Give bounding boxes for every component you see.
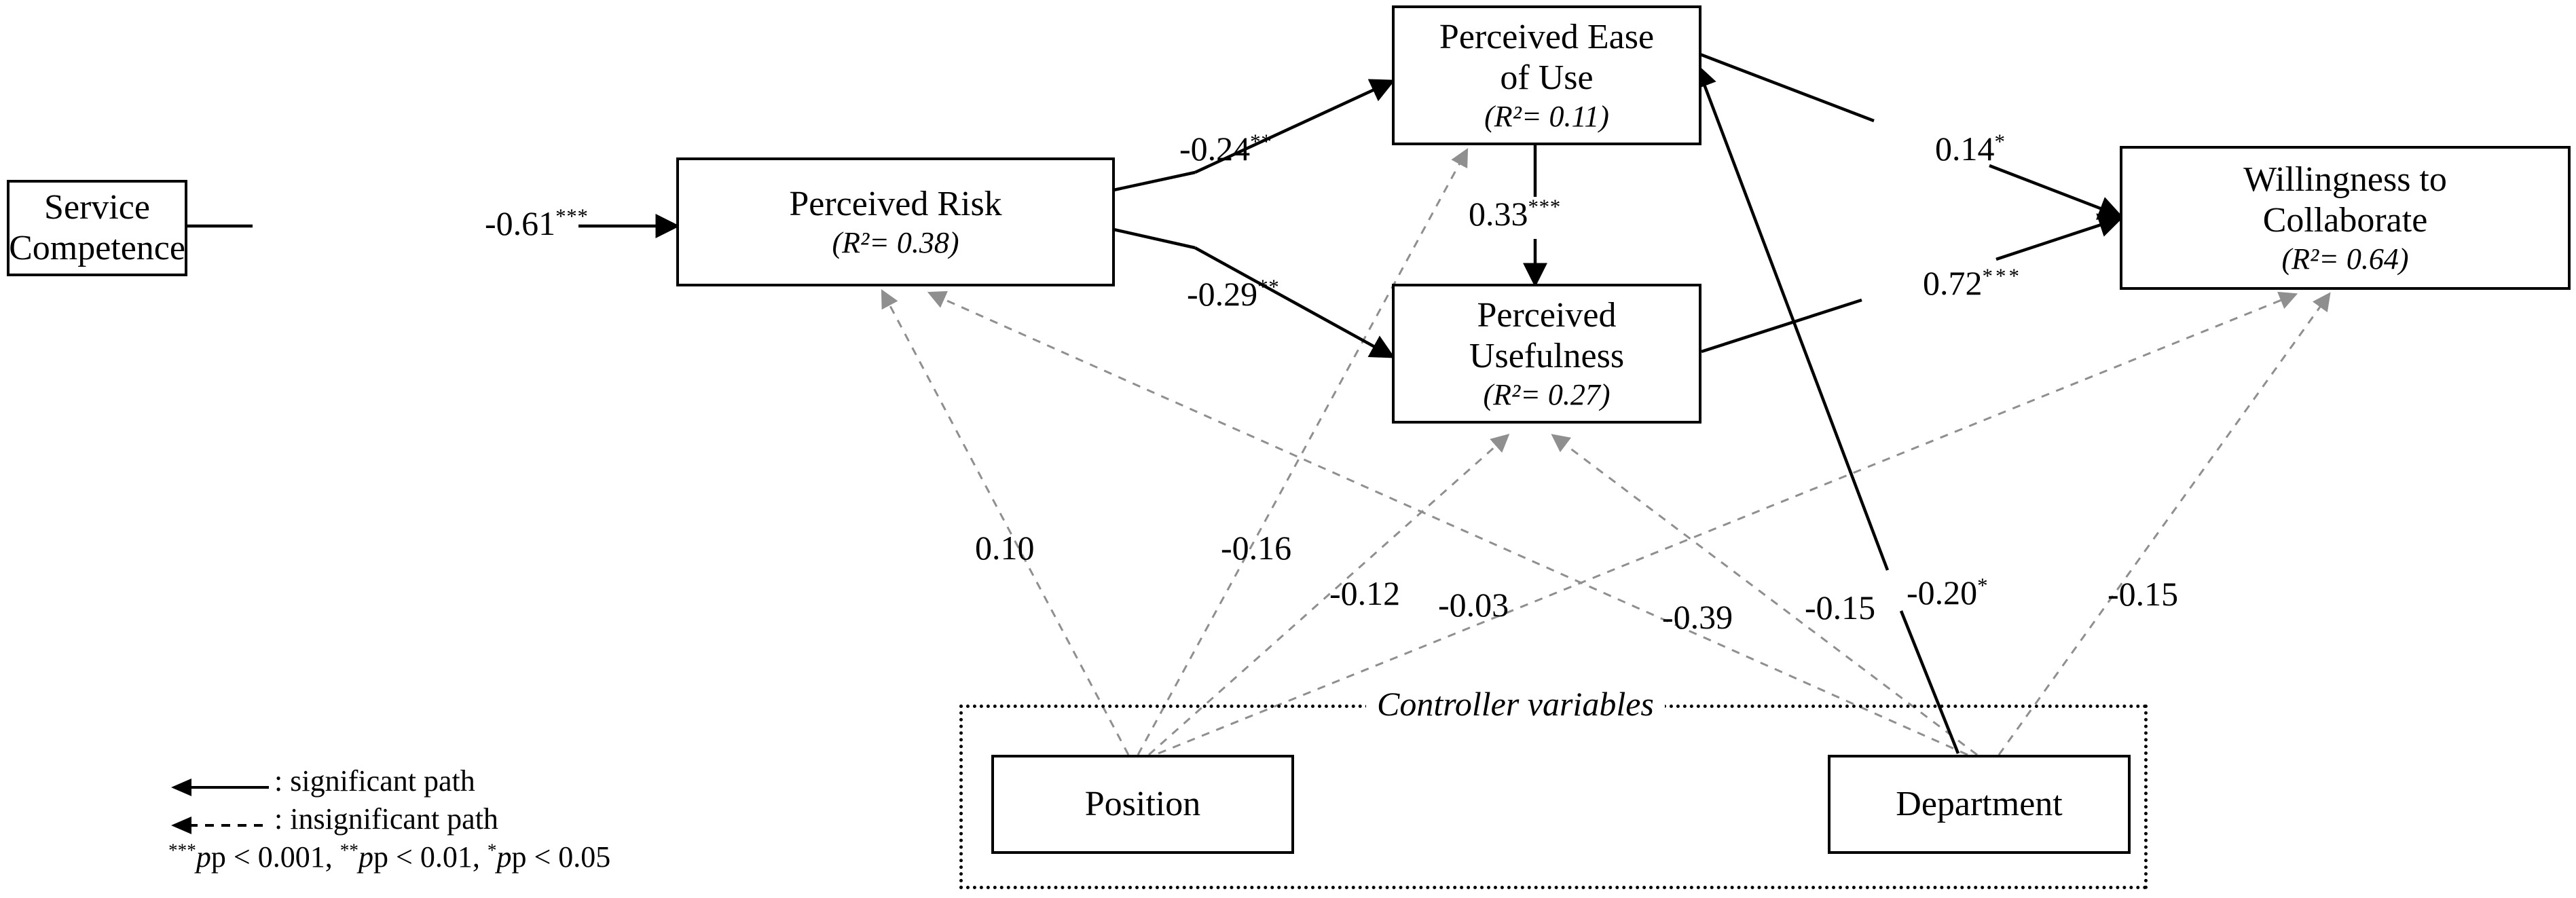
path-label-pr-pu: -0.29** <box>1187 274 1280 313</box>
path-label-dep-pu: -0.15 <box>1805 588 1876 626</box>
path-label-pos-pu: -0.12 <box>1329 574 1401 612</box>
node-perceived-usefulness[interactable]: Perceived Usefulness (R²= 0.27) <box>1392 284 1701 424</box>
path-dep-peou <box>1899 610 1960 754</box>
path-label-pos-pr: 0.10 <box>975 529 1035 567</box>
node-r2: (R²= 0.64) <box>2281 242 2409 276</box>
path-label-dep-peou: -0.20* <box>1907 573 1989 612</box>
node-r2: (R²= 0.11) <box>1484 99 1609 133</box>
legend-sig-levels: ***pp < 0.001, **pp < 0.01, *pp < 0.05 <box>168 839 611 874</box>
legend-row-significant: : significant path <box>168 762 610 800</box>
path-pr-pu <box>1113 227 1196 250</box>
node-department[interactable]: Department <box>1828 755 2131 854</box>
path-pu-wtc <box>1701 298 1862 354</box>
node-willingness-to-collaborate[interactable]: Willingness to Collaborate (R²= 0.64) <box>2120 146 2571 290</box>
node-label: Service Competence <box>9 187 185 267</box>
path-pu-wtc-b <box>1995 213 2124 261</box>
node-label: Perceived Risk <box>789 185 1002 224</box>
node-r2: (R²= 0.27) <box>1483 377 1611 411</box>
path-pos-peou <box>1137 148 1469 755</box>
node-label: Department <box>1896 784 2063 823</box>
path-pos-wtc <box>1158 291 2298 755</box>
path-label-sc-pr: -0.61*** <box>485 204 589 242</box>
path-pr-peou <box>1113 170 1196 192</box>
path-label-pos-peou: -0.16 <box>1221 529 1292 567</box>
path-peou-wtc <box>1699 52 1875 123</box>
path-pr-peou-b <box>1194 79 1395 174</box>
path-dep-pu <box>1551 434 1978 756</box>
path-dep-peou-b <box>1693 62 1890 571</box>
node-r2: (R²= 0.38) <box>832 225 959 259</box>
legend-row-insignificant: : insignificant path <box>168 800 610 838</box>
node-label: Position <box>1084 784 1201 823</box>
node-label: Perceived Ease of Use <box>1439 18 1655 98</box>
path-pos-pu <box>1148 434 1510 756</box>
legend-significant-text: : significant path <box>274 764 475 798</box>
node-perceived-risk[interactable]: Perceived Risk (R²= 0.38) <box>676 157 1115 286</box>
significant-path-icon <box>168 770 270 796</box>
node-service-competence[interactable]: Service Competence <box>7 180 187 276</box>
node-position[interactable]: Position <box>991 755 1294 854</box>
path-peou-wtc-b <box>1989 164 2124 220</box>
node-perceived-ease-of-use[interactable]: Perceived Ease of Use (R²= 0.11) <box>1392 5 1701 145</box>
path-label-peou-pu: 0.33*** <box>1469 194 1561 233</box>
node-label: Perceived Usefulness <box>1469 296 1625 376</box>
path-label-pr-peou: -0.24** <box>1179 129 1272 168</box>
path-label-peou-wtc: 0.14* <box>1935 129 2006 168</box>
insignificant-path-icon <box>168 808 270 834</box>
path-dep-wtc <box>1998 292 2331 755</box>
path-dep-pr <box>927 291 1968 756</box>
node-label: Willingness to Collaborate <box>2243 160 2447 240</box>
path-label-dep-wtc: -0.15 <box>2108 575 2179 613</box>
path-label-pos-wtc: -0.03 <box>1438 586 1509 624</box>
legend-row-sig-levels: ***pp < 0.001, **pp < 0.01, *pp < 0.05 <box>168 838 610 876</box>
legend: : significant path : insignificant path … <box>168 762 610 876</box>
path-label-dep-pr: -0.39 <box>1662 598 1733 636</box>
path-pr-pu-b <box>1194 246 1395 358</box>
path-label-pu-wtc: 0.72*** <box>1923 263 2022 302</box>
controller-variables-label: Controller variables <box>1366 684 1665 724</box>
legend-insignificant-text: : insignificant path <box>274 802 498 836</box>
